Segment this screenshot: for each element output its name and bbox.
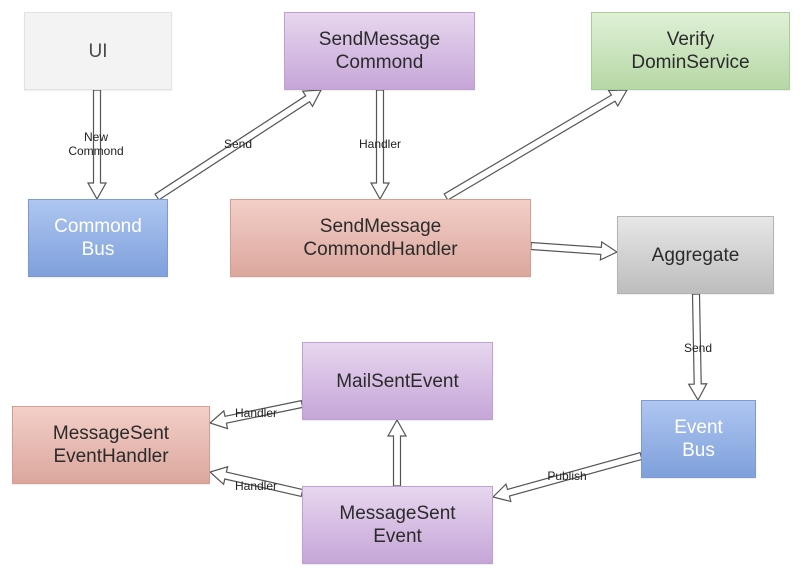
arrow-aggregate-to-event-bus [687,293,708,402]
edge-label-new-command: New Commond [68,130,124,158]
edge-label-handler-top: Handler [234,406,278,420]
edge-label-handler-bottom: Handler [234,479,278,493]
arrow-mail-sent-event-to-handler [208,399,304,430]
edge-label-handler-command: Handler [358,137,402,151]
arrow-command-bus-to-send-message-command [154,89,323,201]
verify-domain-service-node[interactable]: Verify DominService [591,12,790,90]
send-message-command-node[interactable]: SendMessage Commond [284,12,475,90]
arrow-ui-to-command-bus [86,89,108,201]
arrow-command-handler-to-aggregate [530,240,619,261]
arrow-event-bus-to-message-sent-event [491,451,643,503]
aggregate-node[interactable]: Aggregate [617,216,774,294]
arrow-message-sent-event-to-handler [208,465,304,498]
arrow-command-to-command-handler [369,89,391,201]
mail-sent-event-node[interactable]: MailSentEvent [302,342,493,420]
send-message-command-handler-node[interactable]: SendMessage CommondHandler [230,199,531,277]
ui-node[interactable]: UI [24,12,172,90]
arrow-message-sent-event-to-mail-sent-event [386,418,408,487]
message-sent-event-handler-node[interactable]: MessageSent EventHandler [12,406,210,484]
command-bus-node[interactable]: Commond Bus [28,199,168,277]
message-sent-event-node[interactable]: MessageSent Event [302,486,493,564]
edge-label-send-command: Send [223,137,253,151]
arrow-command-handler-to-verify-service [443,89,629,201]
edge-label-publish: Publish [547,469,587,483]
edge-label-send-aggregate: Send [683,341,713,355]
event-bus-node[interactable]: Event Bus [641,400,756,478]
